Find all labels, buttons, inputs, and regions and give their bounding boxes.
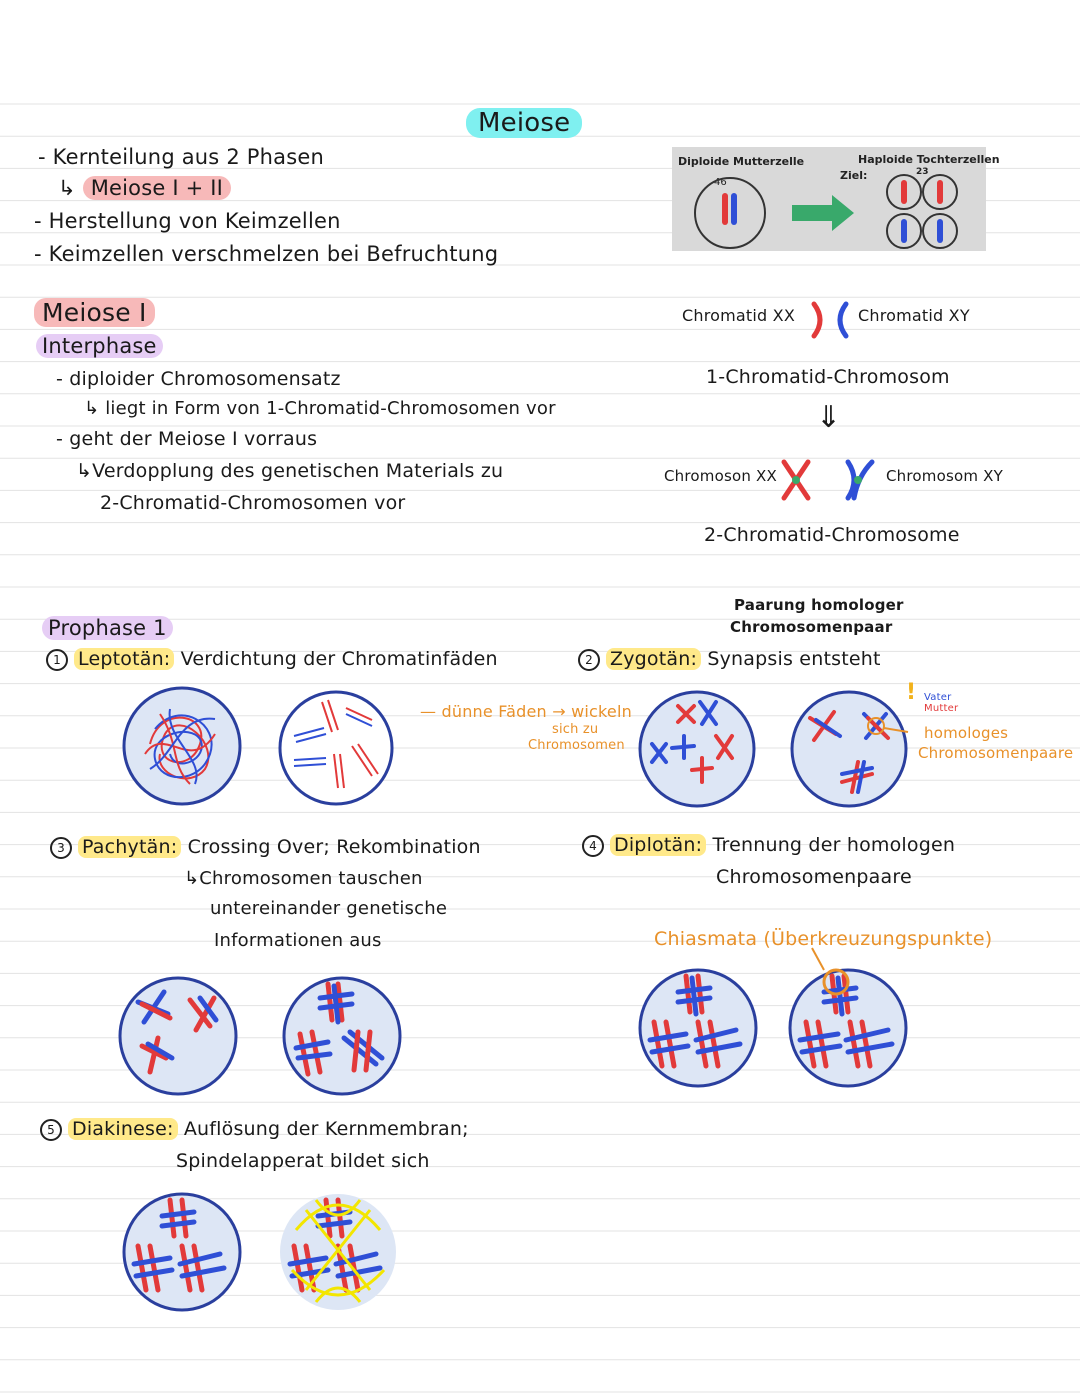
spindle-fibers [290,1199,386,1303]
daughter-cell-2 [922,174,958,210]
mother-chromosome-blue [731,193,737,225]
ziel-label: Ziel: [840,169,868,182]
two-chromatid-label: 2-Chromatid-Chromosome [704,524,960,546]
warning-icon: ! [906,680,917,705]
diakinese-cell-2 [280,1194,396,1310]
diagram-graphics [694,174,958,249]
intro-line-4: - Keimzellen verschmelzen bei Befruchtun… [34,242,499,266]
intro-line-2: ↳ Meiose I + II [58,176,232,200]
leptotaen-note-3: Chromosomen [528,738,625,753]
leptotaen-cell-1 [122,686,242,806]
mutter-label: Mutter [924,703,959,714]
pachytaen-line-3: untereinander genetische [210,898,448,919]
daughter-cell-4 [922,213,958,249]
chromosome-icons [781,459,875,501]
mother-chromosome-red [722,193,728,225]
chromatid-xx-label: Chromatid XX [682,306,796,325]
zygotaen-top-1: Paarung homologer [734,596,904,614]
vater-label: Vater [924,692,952,703]
chromatid-icons [811,301,849,339]
pachytaen-line-2: ↳Chromosomen tauschen [184,868,423,889]
chromosome-xx-label: Chromoson XX [664,467,778,485]
zygotaen-top-2: Chromosomenpaar [730,618,893,636]
intro-line-3: - Herstellung von Keimzellen [34,209,341,233]
leptotaen-note-1: — dünne Fäden → wickeln [420,702,632,721]
one-chromatid-label: 1-Chromatid-Chromosom [706,366,950,388]
interphase-line-3: - geht der Meiose I vorraus [56,428,318,450]
chromatid-xy-label: Chromatid XY [858,306,970,325]
pachytaen-line-4: Informationen aus [214,930,382,951]
daughter-cells-label: Haploide Tochterzellen [858,153,1000,166]
diplotaen-cell-1 [638,968,758,1088]
meiosis-summary-diagram: Diploide Mutterzelle Haploide Tochterzel… [672,147,1000,251]
diakinese-cell-1 [122,1192,242,1312]
zygotaen-note-1: homologes [924,724,1009,742]
interphase-line-2: ↳ liegt in Form von 1-Chromatid-Chromoso… [84,398,556,419]
prophase-heading: Prophase 1 [42,616,173,640]
pachytaen-cell-2 [282,976,402,1096]
daughter-cell-3 [886,213,922,249]
intro-line-1: - Kernteilung aus 2 Phasen [38,145,324,169]
zygotaen-note-2: Chromosomenpaare [918,744,1074,762]
arrow-icon [792,195,854,231]
zygotaen-cell-1 [638,690,756,808]
mother-cell [694,177,766,249]
diakinese-line-2: Spindelapperat bildet sich [176,1150,430,1172]
chiasmata-label: Chiasmata (Überkreuzungspunkte) [654,928,993,950]
chromosome-xy-label: Chromosom XY [886,467,1003,485]
interphase-line-4: ↳Verdopplung des genetischen Materials z… [76,460,504,482]
page-title: Meiose [466,108,583,138]
interphase-line-5: 2-Chromatid-Chromosomen vor [100,492,406,514]
daughter-cell-1 [886,174,922,210]
daughter-count: 23 [916,167,929,177]
down-arrow-icon: ⇓ [816,400,842,435]
zygotaen-cell-2 [790,690,909,808]
diplotaen-line-2: Chromosomenpaare [716,866,912,888]
interphase-heading: Interphase [36,334,163,358]
mother-cell-label: Diploide Mutterzelle [678,155,805,168]
mother-count: 46 [714,177,727,188]
leptotaen-note-2: sich zu [552,722,599,737]
meiose-1-heading: Meiose I [34,298,155,327]
interphase-line-1: - diploider Chromosomensatz [56,368,341,390]
pachytaen-cell-1 [118,976,238,1096]
diplotaen-cell-2 [788,947,908,1088]
leptotaen-cell-2 [278,690,394,806]
